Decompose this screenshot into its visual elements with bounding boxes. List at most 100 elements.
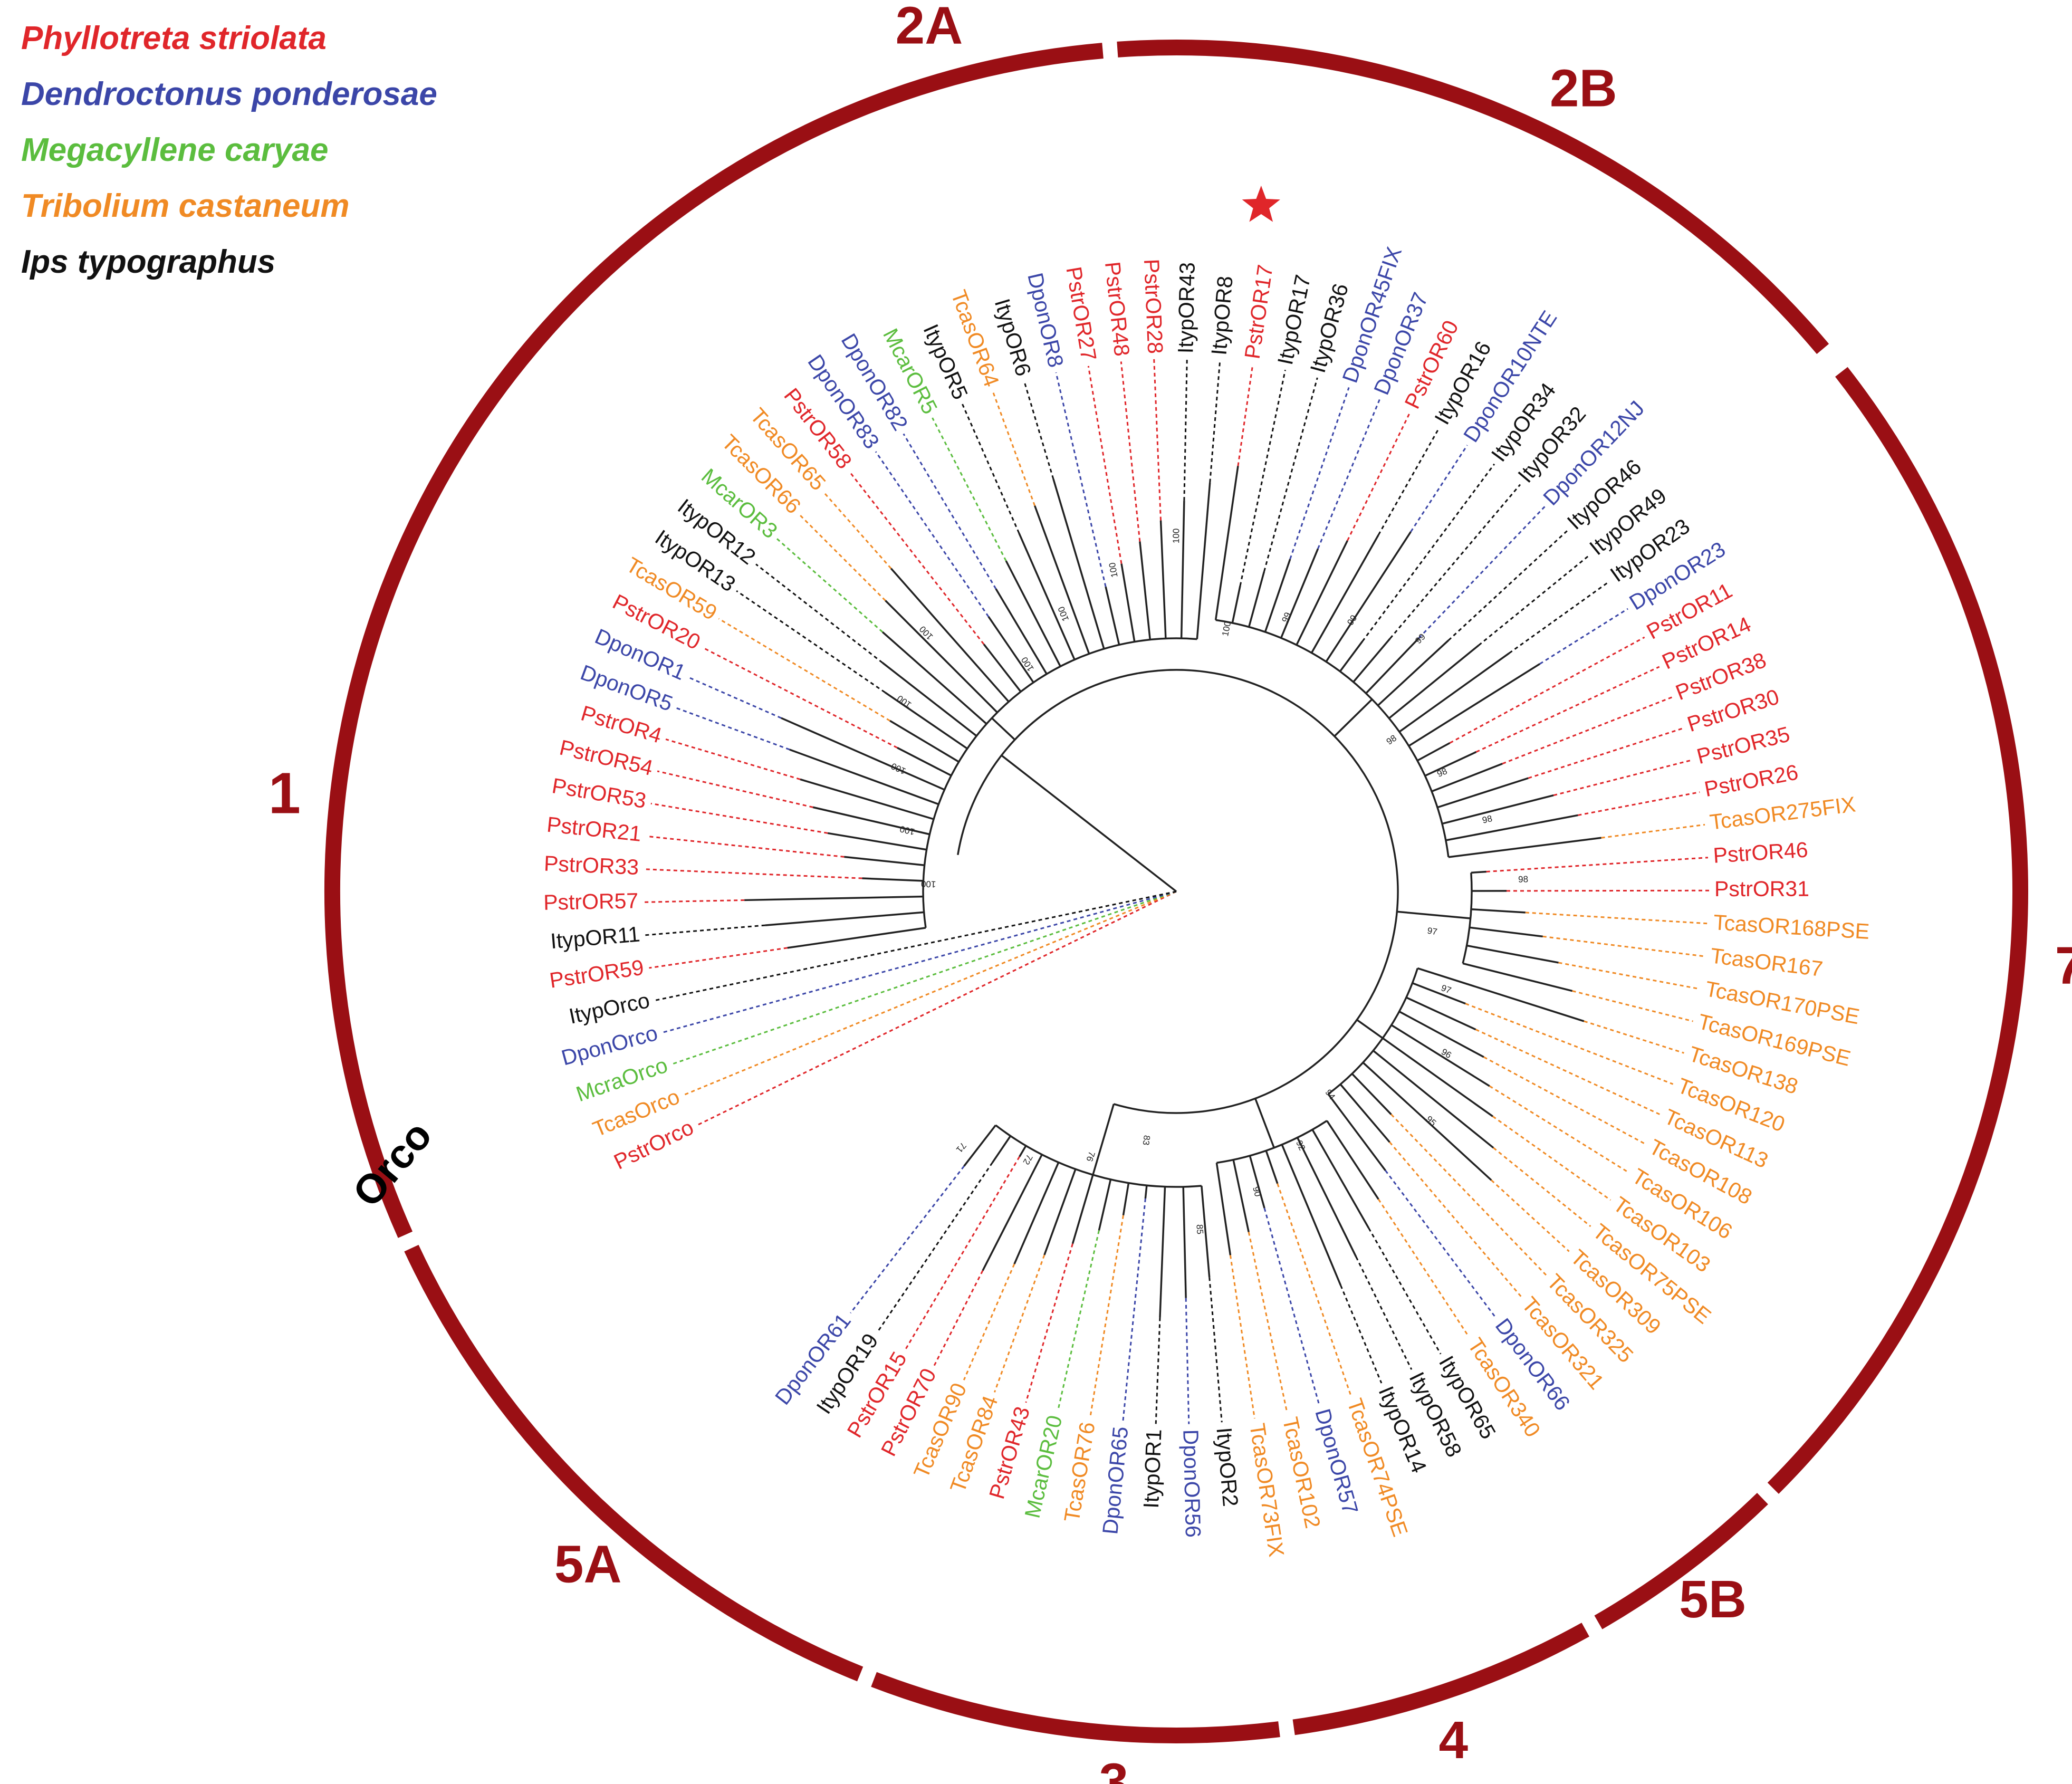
tip-label: PstrOR17 (1240, 263, 1277, 361)
tip-connector (904, 1156, 1021, 1351)
terminal-branch (1071, 1174, 1094, 1244)
bootstrap-value: 97 (1426, 926, 1438, 937)
terminal-branch (1280, 548, 1319, 639)
backbone-arc (957, 669, 1399, 1114)
terminal-branch (884, 692, 968, 750)
terminal-branch (1201, 1185, 1211, 1278)
tip-connector (1389, 484, 1521, 639)
terminal-branch (844, 856, 925, 866)
terminal-branch (1327, 1094, 1386, 1171)
tip-label: PstrOR27 (1061, 265, 1101, 362)
tip-connector (1153, 359, 1162, 521)
clade-branch-arc (922, 637, 1197, 928)
tip-connector (993, 1254, 1045, 1393)
tip-connector (1208, 1277, 1223, 1423)
tip-label: PstrOR57 (543, 888, 639, 915)
terminal-branch (1098, 1179, 1112, 1231)
tip-connector (1120, 361, 1141, 542)
terminal-branch (885, 600, 998, 713)
terminal-branch (1013, 1162, 1060, 1264)
tip-label: TcasOR167 (1709, 943, 1824, 981)
tip-connector (1578, 791, 1700, 816)
tip-connector (823, 491, 892, 569)
tip-label: ItypOR17 (1273, 273, 1315, 367)
terminal-branch (1043, 1168, 1077, 1255)
terminal-branch (1445, 814, 1578, 841)
tip-connector (1355, 1257, 1413, 1370)
terminal-branch (1139, 541, 1151, 640)
clade-branch (991, 717, 1016, 741)
legend-item-megacyllene: Megacyllene caryae (21, 132, 329, 168)
tip-label: TcasOR168PSE (1713, 910, 1870, 944)
terminal-branch (1351, 1073, 1392, 1115)
tip-connector (1525, 912, 1709, 925)
tip-connector (1023, 380, 1054, 479)
terminal-branch (889, 720, 960, 763)
tip-connector (644, 899, 745, 903)
tip-connector (1209, 360, 1221, 483)
legend-item-tribolium: Tribolium castaneum (21, 188, 350, 224)
terminal-branch (827, 832, 927, 851)
tip-connector (933, 1270, 984, 1367)
clade-label: 1 (268, 761, 301, 826)
clade-arc (871, 1672, 1280, 1743)
terminal-branch (987, 616, 1034, 683)
terminal-branch (1339, 640, 1364, 672)
tip-connector-lines (644, 359, 1710, 1424)
tip-connector (1410, 445, 1468, 532)
tip-connector (1377, 1198, 1470, 1337)
bootstrap-value: 71 (954, 1140, 968, 1155)
bootstrap-value: 99 (1413, 631, 1427, 646)
terminal-branch (982, 1154, 1043, 1271)
bootstrap-value: 98 (1385, 733, 1398, 746)
tip-label: PstrOR59 (548, 955, 646, 992)
tip-connector (688, 676, 782, 719)
clade-branch (1356, 1019, 1384, 1039)
tip-connector (1277, 1183, 1351, 1395)
bootstrap-value: 100 (1107, 562, 1120, 578)
bootstrap-value: 100 (1171, 529, 1181, 544)
tip-connector (1122, 1198, 1146, 1422)
terminal-branch (1248, 571, 1265, 628)
terminal-branch (890, 568, 1010, 703)
clade-branch (1397, 910, 1471, 919)
terminal-branch (1265, 1150, 1279, 1184)
clade-label: 5A (554, 1534, 622, 1594)
clade-arc (1767, 367, 2028, 1494)
bootstrap-value: 100 (1019, 655, 1035, 673)
terminal-branch (1466, 944, 1559, 964)
terminal-branch (1144, 1185, 1148, 1199)
bootstrap-value: 98 (1481, 813, 1493, 826)
tip-connector (755, 563, 883, 664)
tip-connector (736, 590, 886, 693)
tip-label: ItypOR1 (1139, 1428, 1166, 1509)
tip-connector (1057, 1230, 1100, 1412)
star-icon (1242, 185, 1280, 222)
bootstrap-value: 100 (1056, 605, 1071, 622)
tip-connector (1385, 1170, 1497, 1319)
tip-connector (1289, 387, 1350, 560)
terminal-branch (1019, 1145, 1027, 1157)
legend-item-ips: Ips typographus (21, 244, 276, 280)
tip-connector (1572, 990, 1693, 1022)
clade-label: 4 (1439, 1711, 1469, 1770)
terminal-branch (787, 927, 926, 949)
tip-connector (665, 738, 801, 780)
tip-label: DponOR65 (1098, 1425, 1133, 1536)
tip-connector (1340, 1285, 1383, 1384)
clade-arc (1292, 1623, 1589, 1735)
terminal-branch (1159, 520, 1167, 639)
tip-connector (645, 924, 765, 936)
tip-connector (1509, 580, 1610, 654)
legend-item-phyllotreta: Phyllotreta striolata (21, 20, 327, 56)
tip-connector (1087, 366, 1123, 564)
tip-connector (657, 770, 813, 808)
terminal-branch (1180, 501, 1185, 639)
terminal-branch (1232, 1159, 1250, 1232)
tip-connector (650, 802, 828, 834)
tip-connector (1155, 1317, 1161, 1424)
terminal-branch (789, 749, 939, 805)
tip-labels: PstrOrcoTcasOrcoMcraOrcoDponOrcoItypOrco… (543, 244, 1870, 1558)
terminal-branch (1390, 1024, 1490, 1087)
